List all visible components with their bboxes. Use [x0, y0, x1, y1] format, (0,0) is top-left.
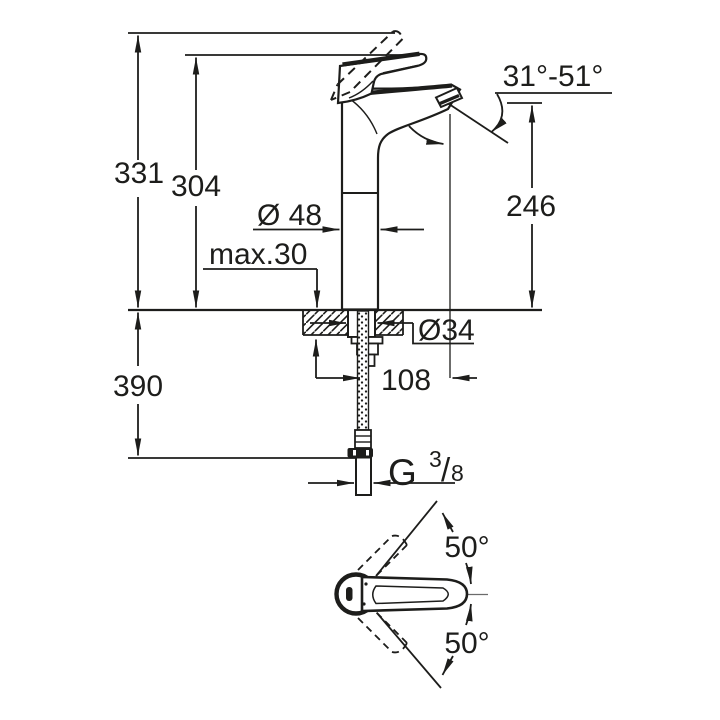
- angle-arc-upper: [490, 93, 507, 133]
- dimension-390: 390: [113, 312, 163, 456]
- dim-label-swivel-lower: 50°: [444, 627, 489, 660]
- top-view-lever: [360, 575, 469, 613]
- handle-base-curve: [348, 80, 374, 99]
- dim-label-390: 390: [113, 370, 163, 403]
- dimension-108: 108: [316, 364, 477, 397]
- hose-nut: [347, 448, 373, 458]
- annotation-spout-angle: 31°-51°: [408, 60, 612, 145]
- dimension-max-30: max.30: [203, 238, 321, 378]
- flex-hose-braid: [356, 310, 370, 431]
- hose-nut-slit-left: [353, 450, 356, 456]
- top-view-handle-slot: [346, 587, 353, 601]
- swivel-arc-upper-in: [465, 562, 473, 585]
- handle-raised-dashed: [330, 30, 404, 101]
- dimension-331: 331: [114, 35, 164, 308]
- dim-label-swivel-upper: 50°: [444, 531, 489, 564]
- top-view-lever-inner: [372, 585, 449, 605]
- thread-label-g: G: [388, 452, 417, 493]
- top-view-lever-dashed-upper: [357, 534, 408, 579]
- dimension-304: 304: [171, 57, 221, 308]
- faucet-top-view: 50° 50°: [334, 500, 490, 689]
- swivel-arc-lower-out: [441, 655, 454, 676]
- dim-label-108: 108: [381, 364, 431, 397]
- swivel-leg-lower: [376, 612, 442, 689]
- angle-ref-diagonal: [448, 103, 509, 144]
- dimension-diameter-34: Ø34: [310, 314, 475, 347]
- swivel-leg-upper: [375, 500, 438, 577]
- dimension-diameter-48: Ø 48: [253, 199, 424, 233]
- dimension-246: 246: [506, 105, 556, 308]
- swivel-arc-upper-out: [441, 512, 454, 533]
- thread-label-denominator: 8: [451, 460, 464, 486]
- dim-label-331: 331: [114, 157, 164, 190]
- dim-label-diameter-48: Ø 48: [257, 199, 322, 232]
- dim-label-304: 304: [171, 170, 221, 203]
- hose-fitting: [354, 429, 372, 449]
- reference-lines: [128, 32, 542, 459]
- angle-arc-lower: [408, 125, 444, 145]
- top-view-dot-upper: [364, 582, 368, 586]
- connection-tube: [355, 456, 372, 496]
- faucet-body-outline: [340, 83, 462, 311]
- dim-label-diameter-34: Ø34: [418, 314, 475, 347]
- dim-label-angle-range: 31°-51°: [503, 60, 604, 93]
- thread-label-slash: /: [441, 451, 451, 488]
- handle-lever-inner-line: [382, 64, 418, 74]
- hose-nut-slit-right: [366, 450, 369, 456]
- aerator-band: [439, 94, 460, 105]
- thread-label-numerator: 3: [429, 446, 442, 472]
- mounting-deck-and-shank: [302, 309, 404, 496]
- faucet-side-view: [330, 30, 464, 311]
- dim-label-max-30: max.30: [209, 238, 307, 271]
- dimension-thread-g38: G 3 / 8: [308, 446, 464, 493]
- dim-label-246: 246: [506, 190, 556, 223]
- top-view-lever-dashed-lower: [357, 609, 408, 654]
- top-view-dot-lower: [362, 602, 366, 606]
- swivel-arc-lower-in: [465, 603, 473, 626]
